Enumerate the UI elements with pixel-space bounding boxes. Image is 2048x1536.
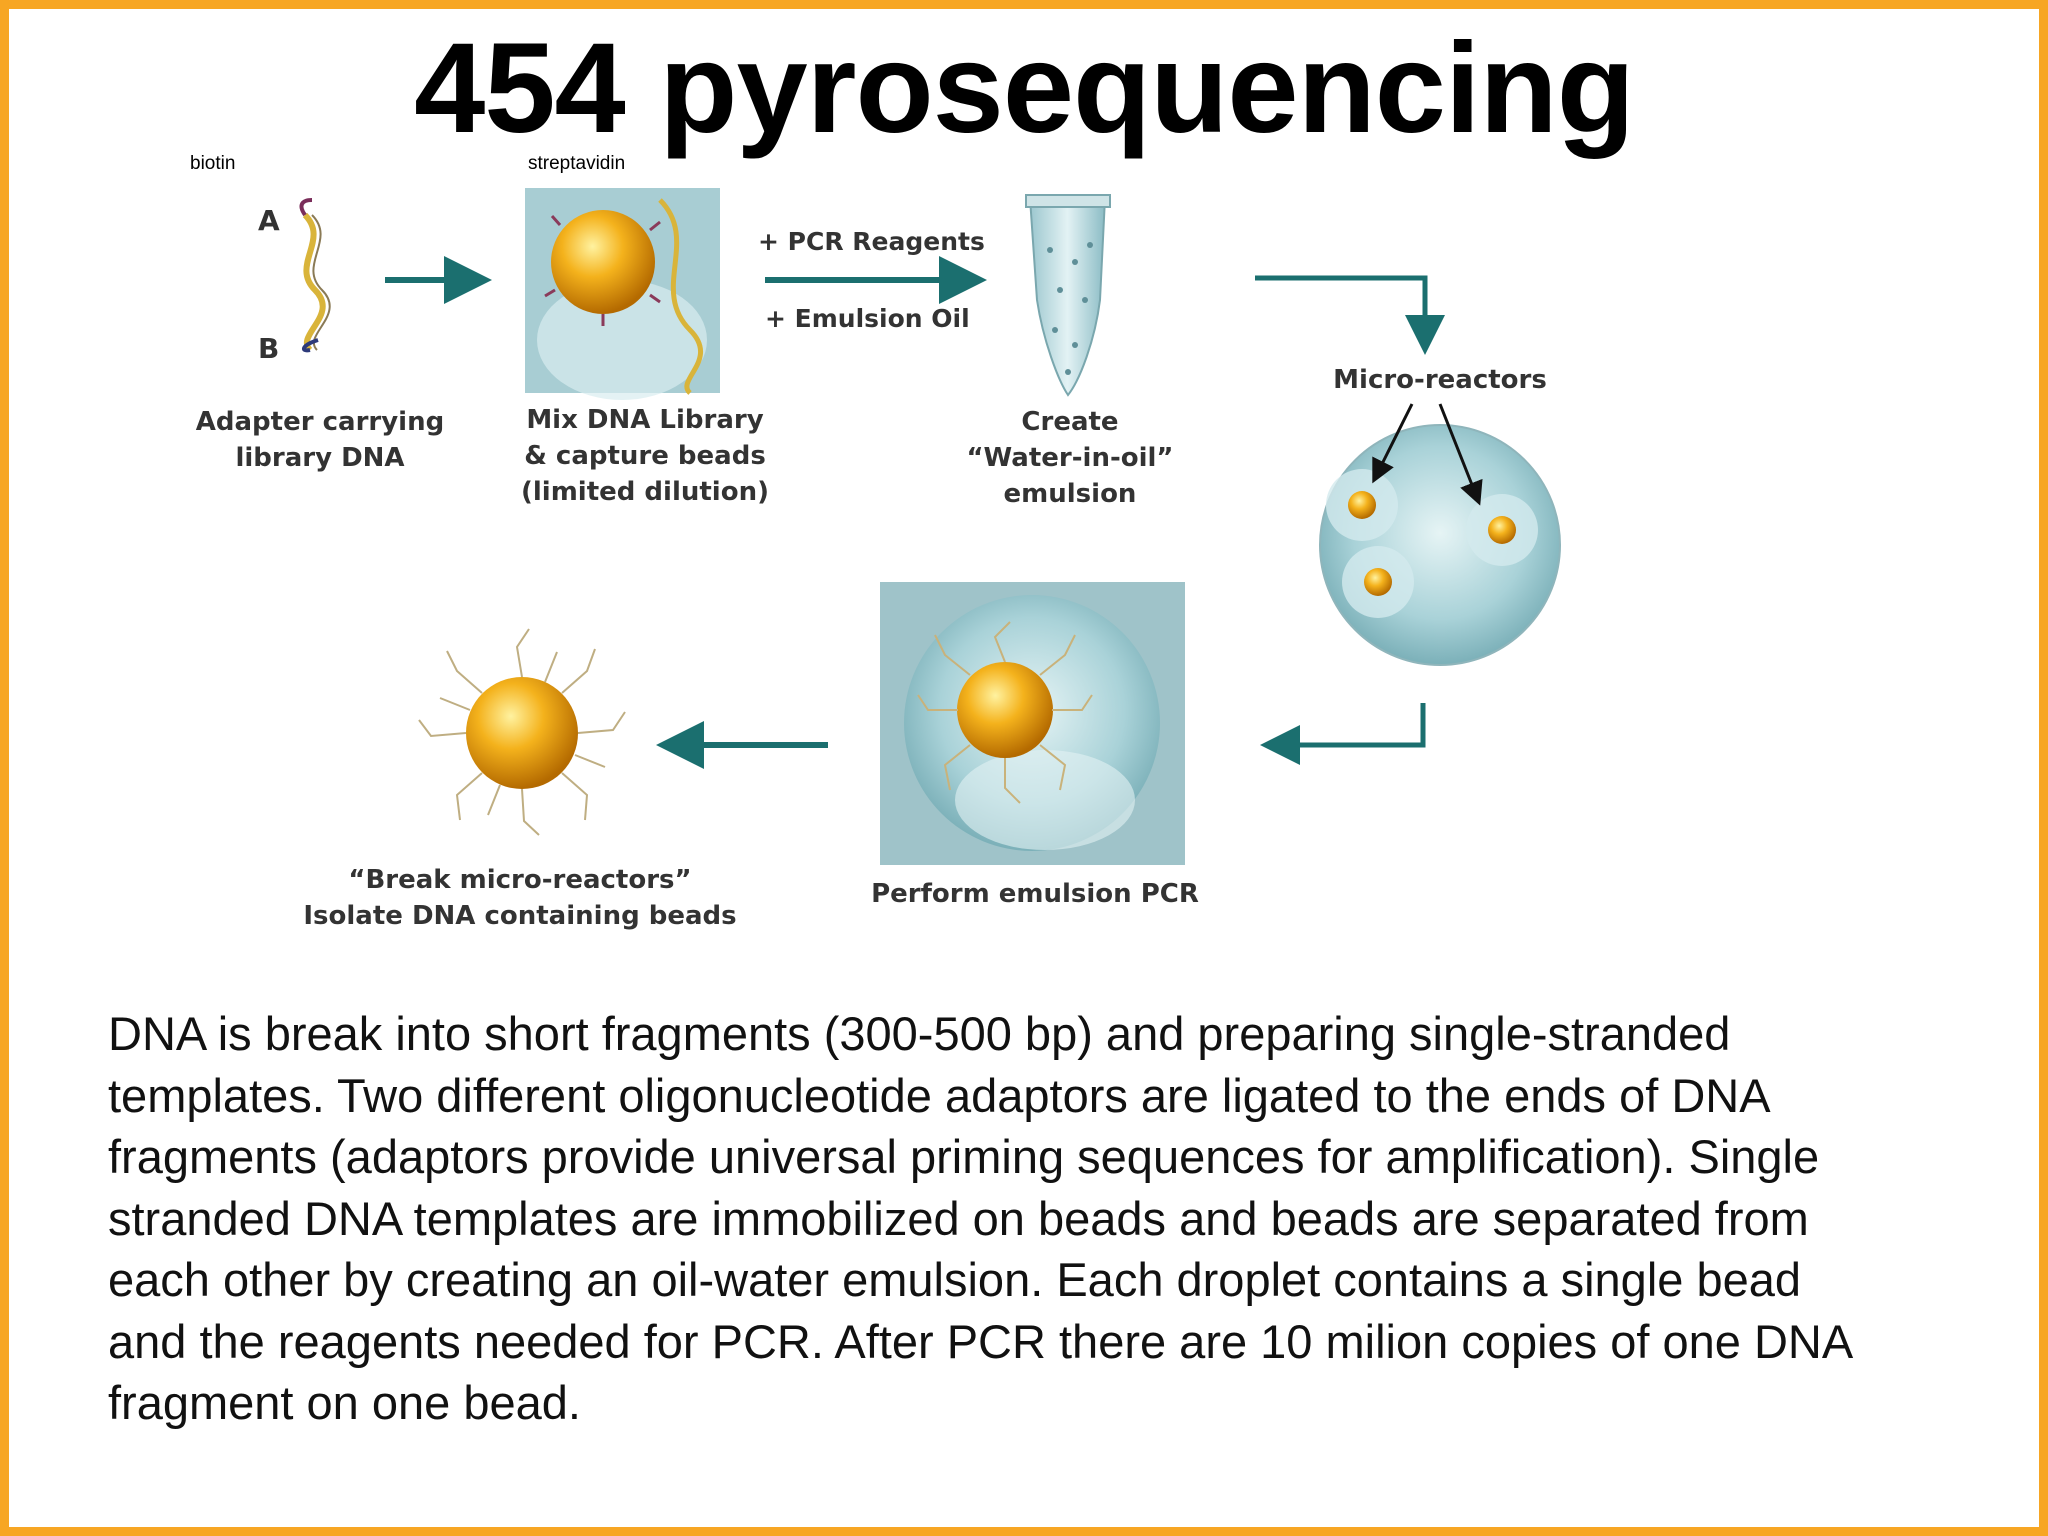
adapter-a-letter: A xyxy=(258,204,280,237)
arrow-to-micro-reactors xyxy=(1255,275,1445,355)
slide-title: 454 pyrosequencing xyxy=(414,17,1635,160)
pyrosequencing-workflow-diagram: A B + PCR Reagents + Emulsion Oil xyxy=(258,188,1561,865)
step-micro-reactors-label: Micro-reactors xyxy=(1333,365,1547,395)
step-pcr-label: Perform emulsion PCR xyxy=(871,879,1199,909)
slide-body-text: DNA is break into short fragments (300-5… xyxy=(108,1007,1851,1429)
arrow-to-pcr xyxy=(1260,703,1426,765)
emulsion-pcr-panel xyxy=(880,582,1185,865)
emulsion-oil-label: + Emulsion Oil xyxy=(765,304,970,333)
adapter-b-letter: B xyxy=(258,332,279,365)
streptavidin-label: streptavidin xyxy=(528,153,626,174)
micro-reactor-pointer-left xyxy=(1372,403,1414,484)
step-mix-label: Mix DNA Library & capture beads (limited… xyxy=(521,405,769,507)
step-emulsion-label: Create “Water-in-oil” emulsion xyxy=(966,407,1174,509)
biotin-label: biotin xyxy=(190,153,236,174)
pcr-reagents-label: + PCR Reagents xyxy=(758,227,985,256)
step-break-label: “Break micro-reactors” Isolate DNA conta… xyxy=(303,865,737,931)
micro-reactor-pointer-right xyxy=(1438,403,1483,506)
step-adapter-label: Adapter carrying library DNA xyxy=(195,407,445,473)
emulsion-tube xyxy=(1025,194,1111,397)
isolated-dna-bead xyxy=(418,628,626,836)
micro-reactor-droplet xyxy=(1319,424,1561,666)
adapter-dna-strand xyxy=(299,198,331,353)
capture-bead-panel xyxy=(525,188,720,400)
